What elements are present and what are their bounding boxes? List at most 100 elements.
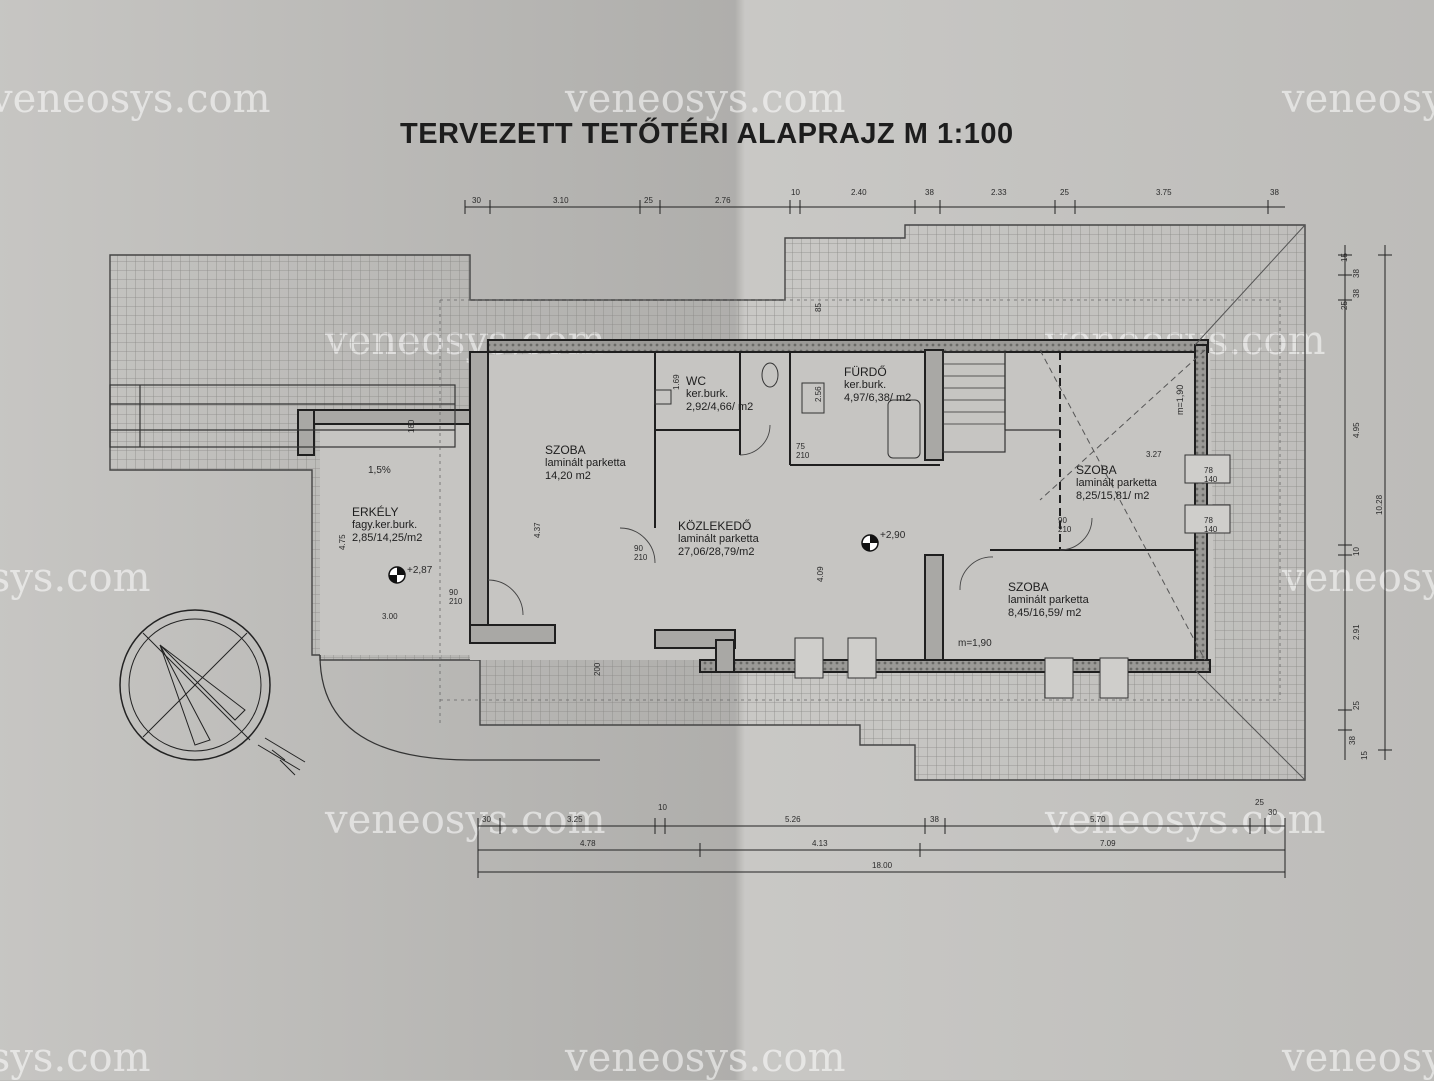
dim-inner: 200 — [593, 662, 602, 676]
dim-right: 15 — [1360, 751, 1369, 760]
room-label-szoba-3: SZOBA laminált parketta 8,45/16,59/ m2 — [1008, 581, 1089, 620]
dim-top: 10 — [791, 188, 800, 197]
level-marker-main — [861, 534, 879, 552]
dim-right: 15 — [1340, 253, 1349, 262]
room-area: 2,92/4,66/ m2 — [686, 401, 754, 413]
level-label-erkely: +2,87 — [407, 565, 433, 576]
room-name: SZOBA — [1076, 463, 1117, 477]
dim-bottom: 25 — [1255, 798, 1264, 807]
room-name: KÖZLEKEDŐ — [678, 519, 752, 533]
room-area: 27,06/28,79/m2 — [678, 546, 755, 558]
dim-right: 4.95 — [1352, 422, 1361, 438]
roof-hip-lines — [1039, 224, 1306, 781]
bottom-dimension-lines — [477, 818, 1286, 878]
door-dim: 90 210 — [449, 588, 463, 606]
dim-bottom: 5.26 — [785, 815, 801, 824]
dim-right: 2.91 — [1352, 624, 1361, 640]
dim-top: 2.76 — [715, 196, 731, 205]
room-label-furdo: FÜRDŐ ker.burk. 4,97/6,38/ m2 — [844, 366, 911, 405]
guide-lines — [439, 299, 1281, 725]
room-label-szoba-2: SZOBA laminált parketta 8,25/15,81/ m2 — [1076, 464, 1157, 503]
door-dim: 75 210 — [796, 442, 810, 460]
dim-bottom: 38 — [930, 815, 939, 824]
room-label-erkely: ERKÉLY fagy.ker.burk. 2,85/14,25/m2 — [352, 506, 422, 545]
dim-top: 2.33 — [991, 188, 1007, 197]
height-label: m=1,90 — [1175, 384, 1185, 415]
dim-inner: 180 — [407, 419, 416, 433]
room-name: ERKÉLY — [352, 505, 399, 519]
room-floor: ker.burk. — [686, 388, 729, 400]
room-area: 8,45/16,59/ m2 — [1008, 607, 1082, 619]
dim-top: 3.10 — [553, 196, 569, 205]
room-name: WC — [686, 374, 706, 388]
room-label-wc: WC ker.burk. 2,92/4,66/ m2 — [686, 375, 753, 414]
interior-floor — [320, 345, 1215, 672]
room-name: SZOBA — [1008, 580, 1049, 594]
dim-right: 25 — [1340, 301, 1349, 310]
dim-inner: 4.75 — [338, 534, 347, 550]
dim-right: 25 — [1352, 701, 1361, 710]
dim-inner: 2.56 — [814, 386, 823, 402]
room-floor: fagy.ker.burk. — [352, 519, 418, 531]
level-label-main: +2,90 — [880, 530, 906, 541]
entrance-steps — [257, 737, 306, 776]
dim-top: 3.75 — [1156, 188, 1172, 197]
bathroom-fixtures — [654, 362, 921, 459]
dim-inner: 3.27 — [1146, 450, 1162, 459]
room-label-kozlekedo: KÖZLEKEDŐ laminált parketta 27,06/28,79/… — [678, 520, 759, 559]
room-floor: laminált parketta — [678, 533, 759, 545]
room-floor: laminált parketta — [545, 457, 626, 469]
top-dimension-line — [464, 200, 1285, 214]
room-floor: laminált parketta — [1076, 477, 1157, 489]
dim-bottom-total: 18.00 — [872, 861, 893, 870]
walls — [297, 339, 1211, 673]
window-dim: 78 140 — [1204, 466, 1218, 484]
window-dim: 78 140 — [1204, 516, 1218, 534]
level-marker-erkely — [388, 566, 406, 584]
dim-right: 10.28 — [1375, 494, 1384, 515]
north-arrow-compass — [119, 609, 271, 761]
dim-top: 30 — [472, 196, 481, 205]
room-name: FÜRDŐ — [844, 365, 887, 379]
dim-top: 25 — [1060, 188, 1069, 197]
slope-label: 1,5% — [368, 465, 391, 476]
room-floor: ker.burk. — [844, 379, 887, 391]
dim-bottom: 5.70 — [1090, 815, 1106, 824]
room-area: 8,25/15,81/ m2 — [1076, 490, 1150, 502]
dim-bottom: 4.78 — [580, 839, 596, 848]
room-area: 14,20 m2 — [545, 470, 591, 482]
room-floor: laminált parketta — [1008, 594, 1089, 606]
room-area: 2,85/14,25/m2 — [352, 532, 423, 544]
balcony-rafters — [109, 384, 456, 448]
balcony-edge — [319, 654, 600, 761]
dim-bottom: 7.09 — [1100, 839, 1116, 848]
height-label: m=1,90 — [958, 638, 992, 649]
dim-bottom: 10 — [658, 803, 667, 812]
dim-bottom: 4.13 — [812, 839, 828, 848]
right-dimension-lines — [1338, 245, 1392, 760]
dim-inner: 4.09 — [816, 566, 825, 582]
dim-bottom: 3.25 — [567, 815, 583, 824]
room-area: 4,97/6,38/ m2 — [844, 392, 912, 404]
door-dim: 90 210 — [634, 544, 648, 562]
room-name: SZOBA — [545, 443, 586, 457]
plan-title: TERVEZETT TETŐTÉRI ALAPRAJZ M 1:100 — [400, 118, 1014, 150]
door-swings — [487, 424, 1093, 616]
dim-right: 38 — [1352, 289, 1361, 298]
room-label-szoba-1: SZOBA laminált parketta 14,20 m2 — [545, 444, 626, 483]
dim-top: 2.40 — [851, 188, 867, 197]
dim-right: 38 — [1352, 269, 1361, 278]
dim-top: 38 — [1270, 188, 1279, 197]
dim-top: 25 — [644, 196, 653, 205]
dim-bottom: 30 — [482, 815, 491, 824]
dim-inner: 4.37 — [533, 522, 542, 538]
dim-right: 38 — [1348, 736, 1357, 745]
dim-inner: 3.00 — [382, 612, 398, 621]
dim-top: 38 — [925, 188, 934, 197]
dim-inner: 85 — [814, 303, 823, 312]
dim-inner: 1.69 — [672, 374, 681, 390]
dim-right: 10 — [1352, 547, 1361, 556]
dim-bottom: 30 — [1268, 808, 1277, 817]
door-dim: 90 210 — [1058, 516, 1072, 534]
